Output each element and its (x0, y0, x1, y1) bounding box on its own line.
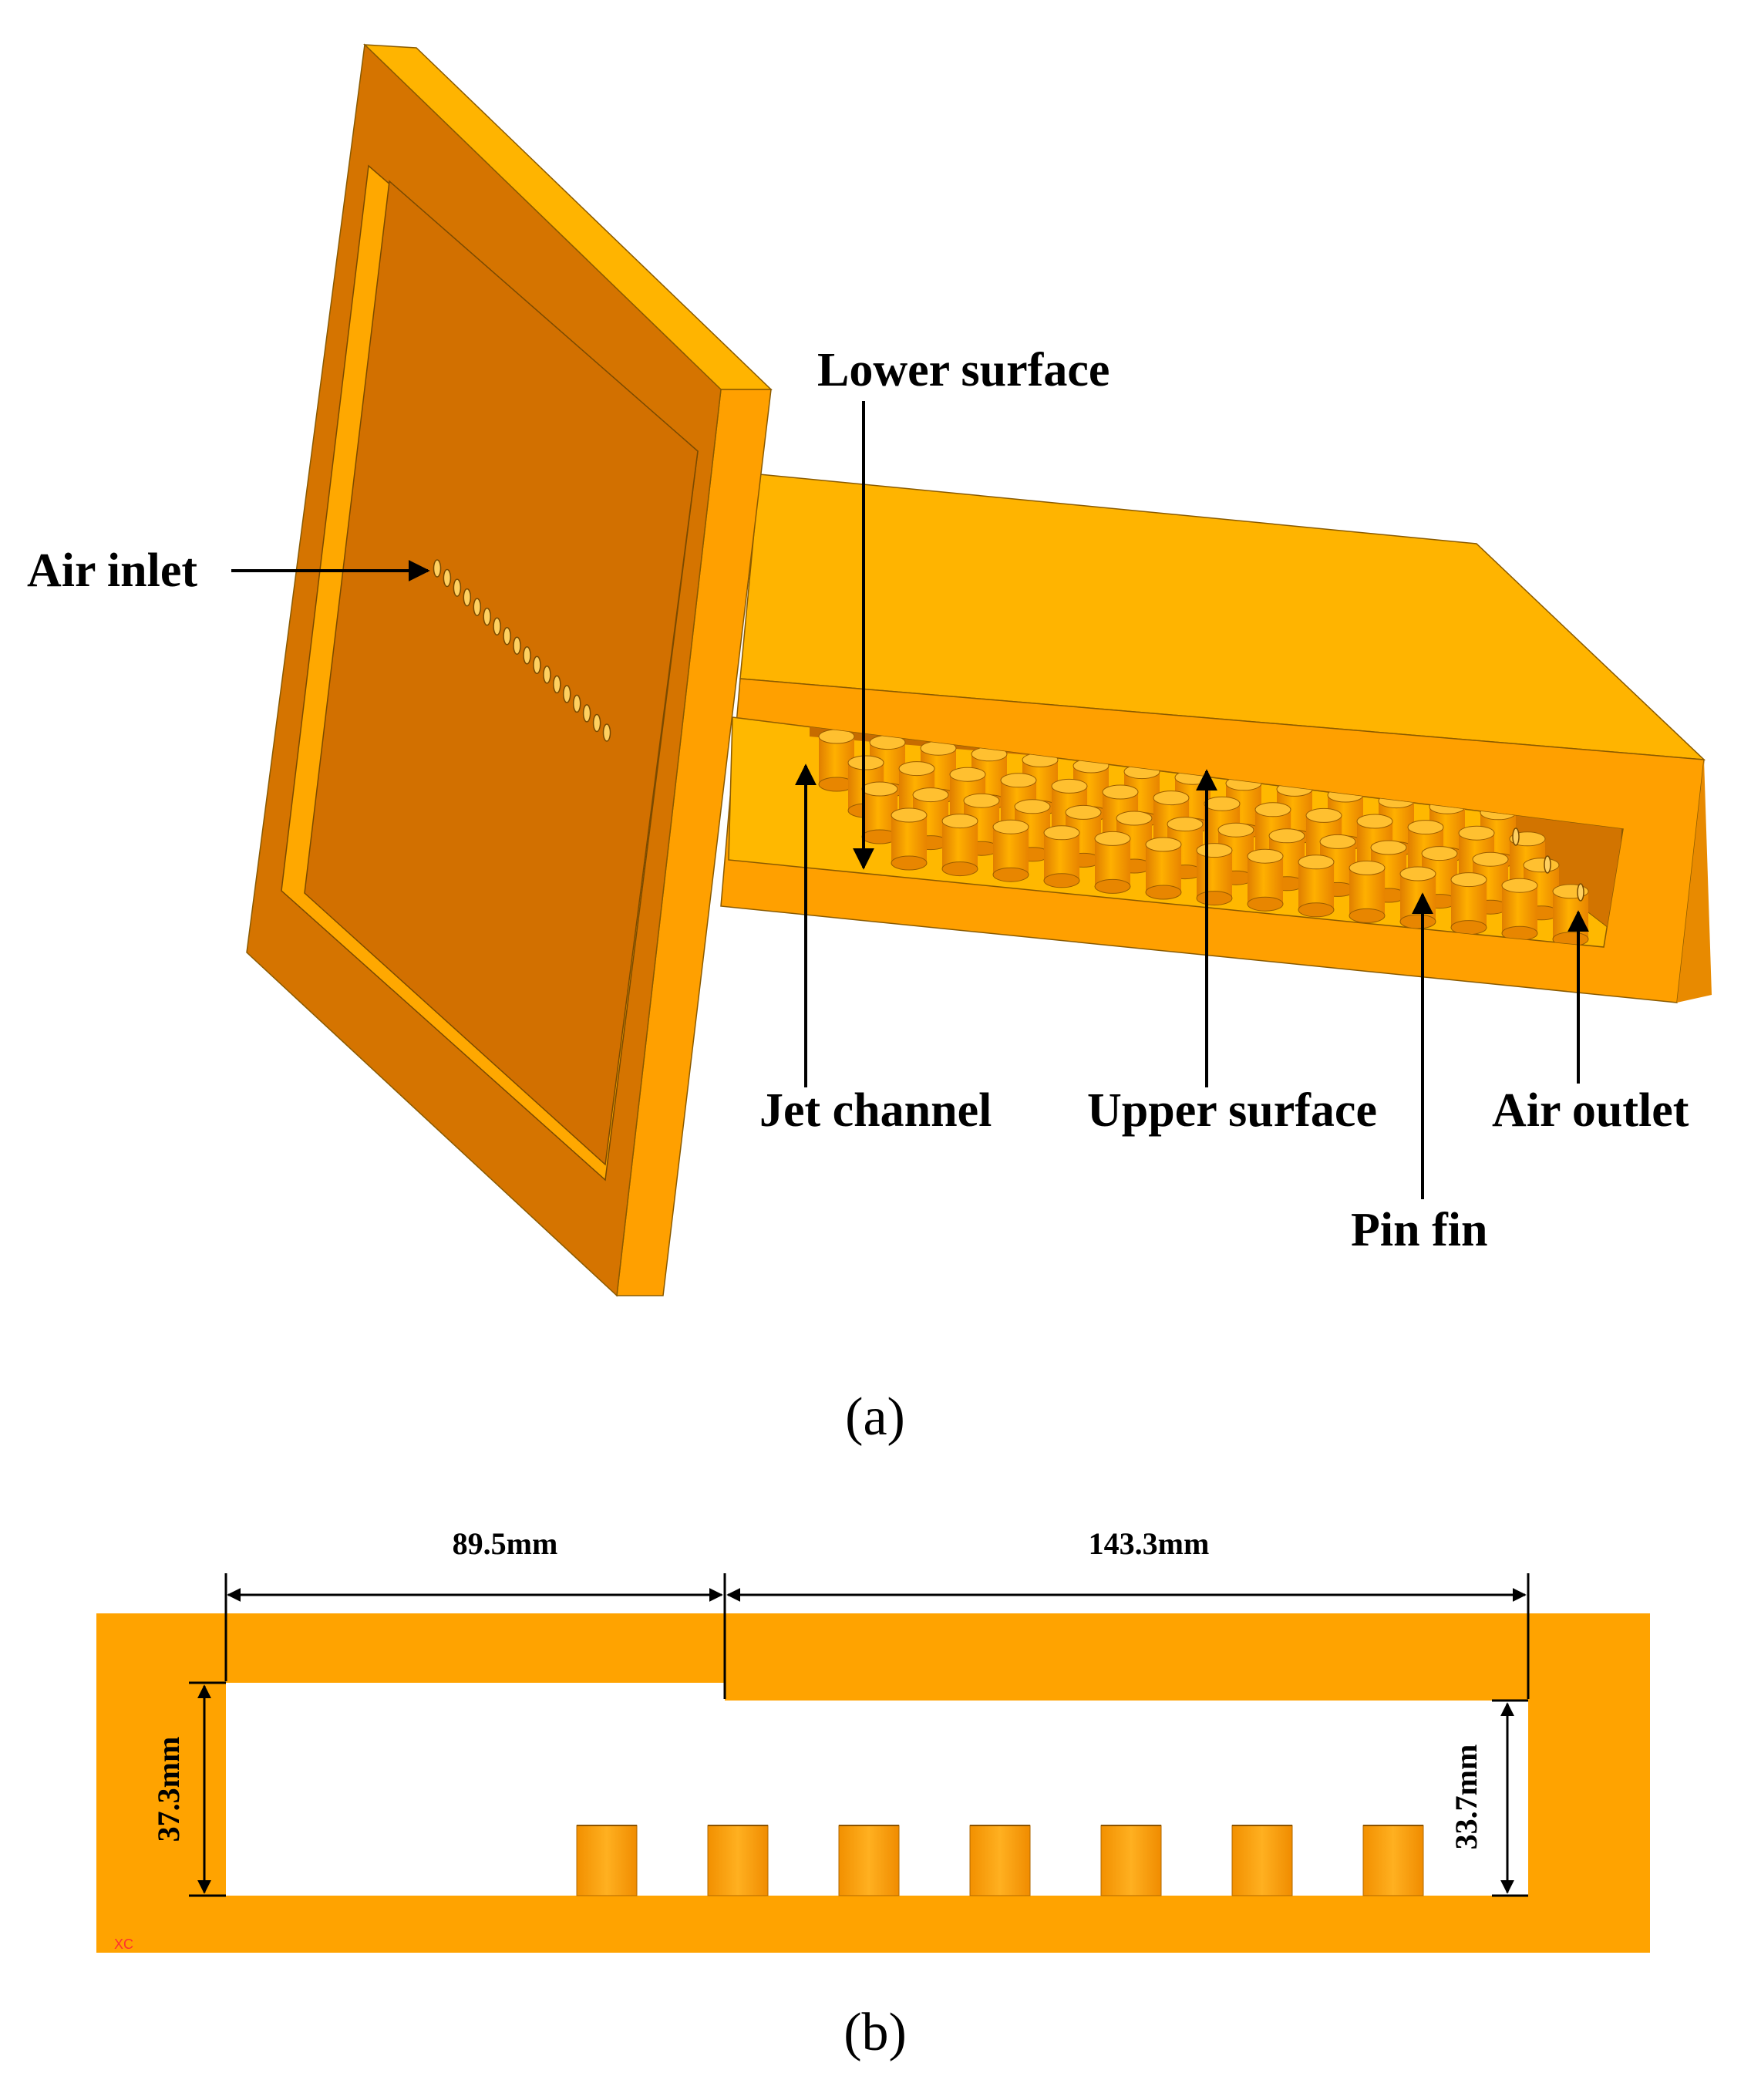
inlet-hole (523, 646, 531, 665)
pin-fin-3d (941, 814, 978, 877)
dim-outlet-height-text: 33.7mm (1449, 1744, 1483, 1850)
axis-marker: XC (114, 1937, 133, 1952)
dim-outlet-height: 33.7mm (1449, 1699, 1528, 1897)
label-lower-surface: Lower surface (817, 344, 1110, 870)
pin-fin-2d (969, 1825, 1031, 1896)
inlet-hole (582, 704, 591, 723)
label-pin-fin-text: Pin fin (1351, 1204, 1487, 1256)
pin-fin-3d (1247, 848, 1284, 912)
inlet-plate (246, 43, 773, 1297)
label-air-outlet: Air outlet (1492, 910, 1689, 1137)
caption-b: (b) (844, 2003, 907, 2062)
pin-fin-2d (707, 1825, 769, 1896)
label-jet-channel: Jet channel (759, 763, 992, 1137)
pin-fin-2d (1231, 1825, 1293, 1896)
inlet-hole (553, 675, 561, 694)
label-jet-channel-text: Jet channel (759, 1084, 992, 1137)
inlet-hole (433, 559, 442, 578)
inlet-hole (513, 636, 521, 655)
section-cavity (226, 1683, 1528, 1896)
caption-a: (a) (845, 1387, 905, 1447)
label-air-inlet-text: Air inlet (27, 544, 197, 597)
pin-fin-2d (1100, 1825, 1162, 1896)
label-air-outlet-text: Air outlet (1492, 1084, 1689, 1137)
pin-fin-3d (891, 807, 928, 871)
dim-inlet-height-text: 37.3mm (151, 1737, 186, 1842)
pin-fin-2d (576, 1825, 638, 1896)
dim-outlet-length-text: 143.3mm (1089, 1526, 1210, 1561)
label-pin-fin: Pin fin (1351, 892, 1487, 1256)
section-2d: 89.5mm 143.3mm 37.3mm 33.7mm XC (b) (96, 1526, 1650, 2062)
label-air-inlet: Air inlet (27, 544, 430, 597)
label-upper-surface-text: Upper surface (1087, 1084, 1377, 1137)
pin-fin-array-2d (576, 1825, 1424, 1896)
pin-fin-3d (1145, 837, 1182, 900)
pin-fin-3d (1094, 831, 1131, 894)
pin-fin-3d (1501, 878, 1538, 941)
air-outlet-holes (1512, 828, 1584, 902)
model-3d: Lower surface Air inlet Jet channel Uppe… (27, 43, 1712, 1447)
pin-fin-2d (838, 1825, 900, 1896)
channel-body (720, 474, 1712, 1003)
label-upper-surface: Upper surface (1087, 769, 1377, 1137)
inlet-hole (463, 588, 472, 607)
pin-fin-3d (1399, 866, 1436, 929)
inlet-hole (493, 617, 501, 635)
inlet-hole (473, 598, 482, 616)
pin-fin-2d (1362, 1825, 1424, 1896)
inlet-hole (592, 713, 601, 733)
pin-fin-3d (1043, 825, 1080, 888)
pin-fin-3d (992, 819, 1029, 882)
inlet-hole (572, 694, 581, 713)
pin-fin-3d (1196, 843, 1233, 906)
pin-fin-3d (1349, 860, 1386, 923)
inlet-hole (562, 685, 571, 703)
inlet-hole (453, 578, 462, 597)
plate-recess-inner (304, 180, 699, 1166)
inlet-hole (443, 568, 452, 588)
air-inlet-holes (433, 559, 611, 742)
dim-outlet-length: 143.3mm (726, 1526, 1530, 1699)
inlet-hole (503, 626, 511, 646)
pin-fin-3d (818, 729, 855, 792)
label-lower-surface-text: Lower surface (817, 344, 1110, 396)
channel-side-face (1677, 760, 1712, 1003)
inlet-hole (602, 723, 611, 742)
dim-inlet-length: 89.5mm (224, 1526, 726, 1699)
dim-inlet-height: 37.3mm (151, 1681, 226, 1897)
pin-fin-3d (1298, 854, 1335, 918)
dim-inlet-length-text: 89.5mm (453, 1526, 558, 1561)
pin-fin-3d (1450, 872, 1487, 935)
inlet-hole (533, 656, 541, 675)
inlet-hole (543, 666, 551, 684)
inlet-hole (483, 607, 491, 626)
